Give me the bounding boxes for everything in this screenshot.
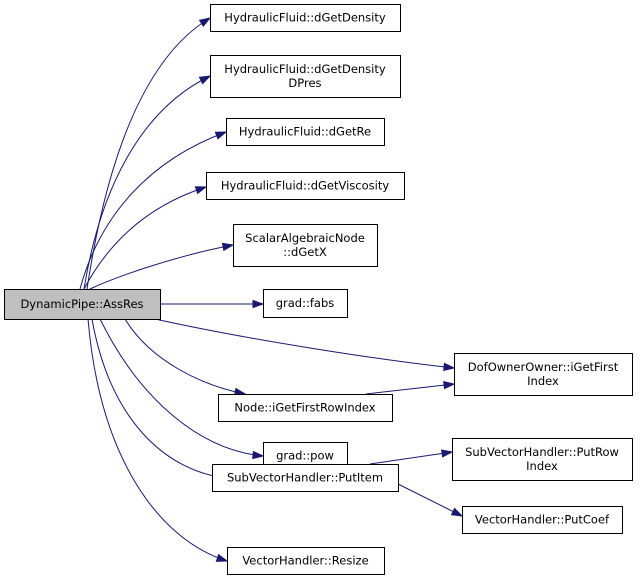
node-box [218, 394, 393, 422]
edge-arrowhead [252, 299, 265, 309]
node-label: ::dGetX [283, 245, 327, 259]
node-box [227, 547, 385, 575]
edge-line [154, 318, 455, 369]
node-box [452, 438, 633, 481]
node-box [206, 172, 405, 200]
node-label: HydraulicFluid::dGetViscosity [221, 179, 390, 193]
edge-line [86, 17, 211, 290]
node-box [210, 4, 401, 32]
call-graph-nodes: DynamicPipe::AssRes HydraulicFluid::dGetD… [4, 4, 633, 575]
edge-igetfirstrowindex-to-igetfirstindex [365, 381, 456, 395]
edge-line [83, 75, 211, 290]
node-label: ScalarAlgebraicNode [245, 231, 365, 245]
node-box [212, 464, 399, 492]
edge-arrowhead [198, 17, 212, 28]
edge-putitem-to-putcoef [397, 483, 464, 517]
edge-root-to-pow [99, 318, 265, 460]
node-root[interactable]: DynamicPipe::AssRes [4, 289, 161, 320]
node-dgetx[interactable]: ScalarAlgebraicNode::dGetX [233, 224, 378, 267]
node-box [226, 118, 385, 146]
edge-root-to-igetfirstrowindex [124, 318, 247, 396]
node-label: SubVectorHandler::PutRow [465, 445, 619, 459]
node-resize[interactable]: VectorHandler::Resize [227, 547, 385, 575]
edge-arrowhead [214, 131, 228, 140]
edge-line [369, 451, 453, 465]
edge-root-to-putitem [91, 318, 227, 481]
edge-line [87, 318, 228, 562]
node-label: grad::fabs [276, 296, 335, 310]
edge-arrowhead [221, 242, 235, 252]
edge-line [89, 244, 234, 290]
node-label: VectorHandler::PutCoef [475, 513, 610, 527]
edge-root-to-fabs [160, 299, 265, 309]
edge-root-to-dgetdensitydpres [83, 75, 212, 290]
node-label: Index [526, 459, 558, 473]
node-label: DPres [288, 76, 321, 90]
node-dgetdensity[interactable]: HydraulicFluid::dGetDensity [210, 4, 401, 32]
edge-line [397, 483, 463, 517]
edge-arrowhead [252, 450, 265, 460]
edge-line [91, 318, 226, 479]
call-graph-edges [79, 17, 464, 562]
node-box [462, 506, 623, 534]
node-dgetviscosity[interactable]: HydraulicFluid::dGetViscosity [206, 172, 405, 200]
node-box [233, 224, 378, 267]
node-box [263, 289, 348, 318]
node-putitem[interactable]: SubVectorHandler::PutItem [212, 464, 399, 492]
node-label: HydraulicFluid::dGetRe [239, 125, 371, 139]
node-label: DynamicPipe::AssRes [20, 297, 143, 311]
node-dgetre[interactable]: HydraulicFluid::dGetRe [226, 118, 385, 146]
edge-root-to-igetfirstindex [154, 318, 456, 372]
edge-root-to-dgetviscosity [83, 186, 208, 290]
edge-putitem-to-putrowindex [369, 449, 454, 465]
edge-root-to-dgetx [89, 242, 235, 290]
edge-line [99, 318, 264, 457]
node-label: SubVectorHandler::PutItem [227, 471, 383, 485]
edge-root-to-dgetre [79, 131, 228, 290]
node-label: Node::iGetFirstRowIndex [234, 401, 375, 415]
edge-arrowhead [443, 381, 456, 390]
node-putcoef[interactable]: VectorHandler::PutCoef [462, 506, 623, 534]
node-label: VectorHandler::Resize [242, 554, 368, 568]
edge-arrowhead [443, 362, 456, 372]
node-label: HydraulicFluid::dGetDensity [224, 11, 386, 25]
edge-arrowhead [441, 449, 454, 458]
edge-line [124, 318, 246, 395]
edge-line [83, 186, 207, 290]
node-label: DofOwnerOwner::iGetFirst [468, 360, 619, 374]
edge-line [79, 131, 227, 290]
edge-root-to-resize [87, 318, 229, 562]
edge-line [365, 383, 455, 395]
edge-root-to-dgetdensity [86, 17, 212, 290]
node-fabs[interactable]: grad::fabs [263, 289, 348, 318]
node-box [4, 289, 161, 320]
node-label: grad::pow [276, 449, 334, 463]
edge-arrowhead [215, 553, 229, 562]
node-igetfirstrowindex[interactable]: Node::iGetFirstRowIndex [218, 394, 393, 422]
node-label: HydraulicFluid::dGetDensity [224, 62, 386, 76]
edge-arrowhead [450, 507, 464, 517]
edge-arrowhead [194, 186, 208, 195]
node-box [454, 353, 633, 396]
node-label: Index [527, 374, 559, 388]
edge-arrowhead [198, 75, 212, 85]
node-box [210, 55, 401, 98]
